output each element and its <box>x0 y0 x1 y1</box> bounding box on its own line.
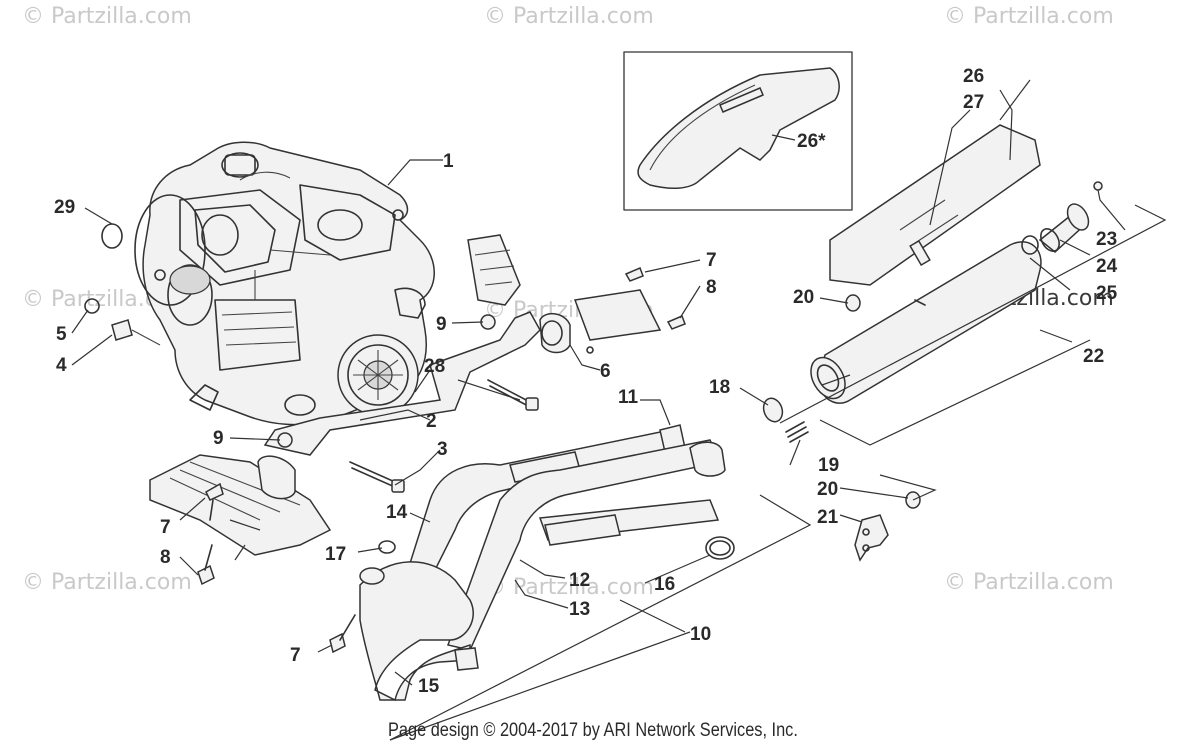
callout-10[interactable]: 10 <box>690 624 712 645</box>
footer-copyright: Page design © 2004-2017 by ARI Network S… <box>388 720 798 741</box>
callout-7c[interactable]: 7 <box>290 645 301 666</box>
callout-8a[interactable]: 8 <box>706 277 717 298</box>
callout-18[interactable]: 18 <box>709 377 731 398</box>
callout-2[interactable]: 2 <box>426 411 437 432</box>
callout-9b[interactable]: 9 <box>213 428 224 449</box>
callout-7b[interactable]: 7 <box>160 517 171 538</box>
engine-assembly <box>134 141 435 426</box>
callout-11[interactable]: 11 <box>618 387 639 408</box>
callout-20a[interactable]: 20 <box>793 287 815 308</box>
callout-8b[interactable]: 8 <box>160 547 171 568</box>
callout-23[interactable]: 23 <box>1096 229 1118 250</box>
muffler-assembly <box>762 124 1103 562</box>
callout-12[interactable]: 12 <box>569 570 591 591</box>
callout-21[interactable]: 21 <box>817 507 839 528</box>
callout-15[interactable]: 15 <box>418 676 440 697</box>
mounting-bracket <box>263 234 686 493</box>
header-pipe-assembly <box>329 424 735 702</box>
callout-19[interactable]: 19 <box>818 455 840 476</box>
callout-24[interactable]: 24 <box>1096 256 1118 277</box>
callout-17[interactable]: 17 <box>325 544 347 565</box>
callout-1[interactable]: 1 <box>443 151 454 172</box>
callout-7a[interactable]: 7 <box>706 250 717 271</box>
callout-26[interactable]: 26 <box>963 66 985 87</box>
leader-lines <box>71 79 1167 741</box>
callout-26-star[interactable]: 26* <box>797 131 826 152</box>
callout-5[interactable]: 5 <box>56 324 67 345</box>
callout-6[interactable]: 6 <box>600 361 611 382</box>
callout-3[interactable]: 3 <box>437 439 448 460</box>
callout-29[interactable]: 29 <box>54 197 76 218</box>
heat-shield-plate <box>149 454 332 586</box>
callout-4[interactable]: 4 <box>56 355 67 376</box>
callout-13[interactable]: 13 <box>569 599 591 620</box>
callout-25[interactable]: 25 <box>1096 283 1118 304</box>
callout-27[interactable]: 27 <box>963 92 985 113</box>
callout-20b[interactable]: 20 <box>817 479 839 500</box>
callout-22[interactable]: 22 <box>1083 346 1105 367</box>
gasket-29 <box>101 223 123 249</box>
callout-16[interactable]: 16 <box>654 574 676 595</box>
callout-14[interactable]: 14 <box>386 502 408 523</box>
callout-9a[interactable]: 9 <box>436 314 447 335</box>
inset-box <box>623 51 853 211</box>
spacer-and-nut <box>84 298 161 346</box>
callout-28[interactable]: 28 <box>424 356 446 377</box>
